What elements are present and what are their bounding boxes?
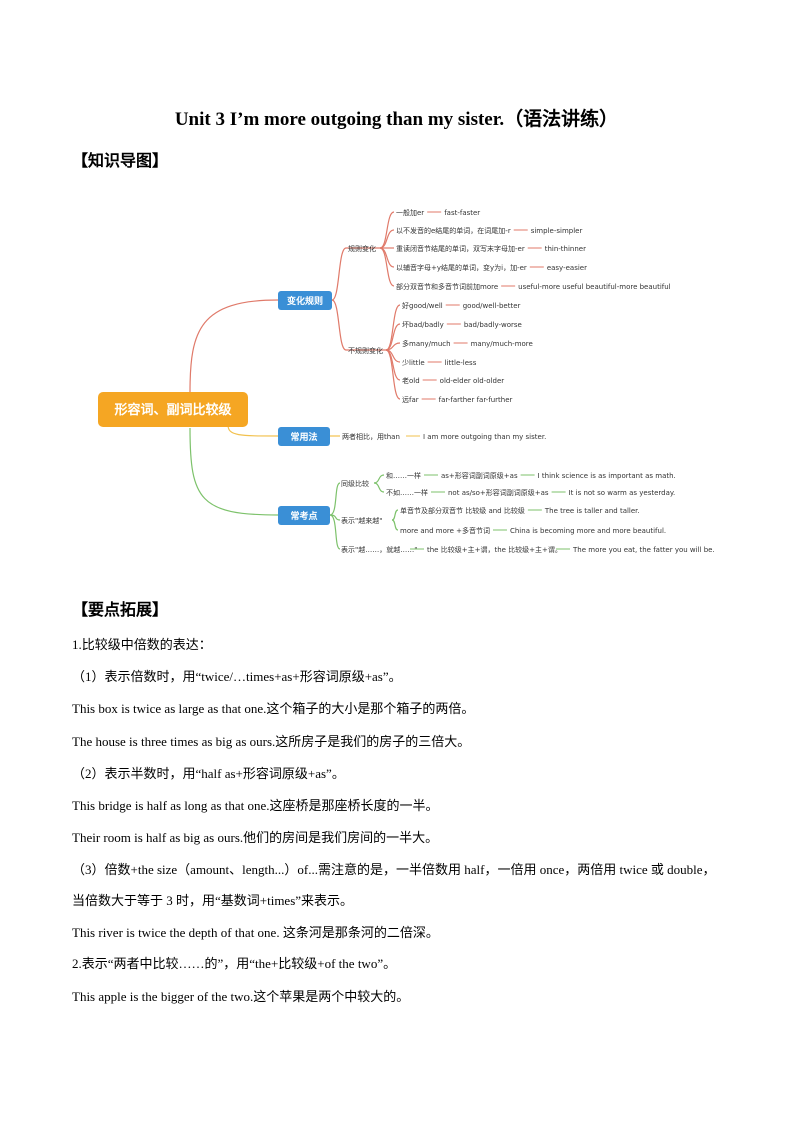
regular-item-4-example: useful-more useful beautiful-more beauti… [518,283,671,291]
paragraph-10: This river is twice the depth of that on… [72,925,439,940]
paragraph-12: This apple is the bigger of the two.这个苹果… [72,989,410,1004]
mindmap-node-usage [278,427,330,446]
mindmap-increasing-label: 表示"越来越" [341,516,382,525]
equal-item-0-term: 和……一样 [386,471,421,480]
irregular-item-4-example: old-elder old-older [440,377,505,385]
equal-item-0-rule: as+形容词副词原级+as [441,471,518,480]
connector-root-b3 [189,427,279,516]
irregular-item-2-example: many/much-more [471,340,533,348]
equal-item-0-example: I think science is as important as math. [538,472,676,480]
mindmap-the-more-rule: the 比较级+主+谓，the 比较级+主+谓。 [427,545,562,554]
irregular-item-2-term: 多many/much [402,339,451,348]
page-title: Unit 3 I’m more outgoing than my sister.… [174,109,619,130]
mindmap-root-box [98,392,248,427]
mindmap-usage-example: I am more outgoing than my sister. [423,433,546,441]
regular-item-3-example: easy-easier [547,264,587,272]
irregular-item-5-example: far-farther far-further [439,396,513,404]
mindmap-node-exam [278,506,330,525]
increasing-item-0-example: The tree is taller and taller. [544,507,640,515]
connector-root-b1 [189,299,279,393]
paragraph-8: （3）倍数+the size（amount、length...）of...需注意… [72,862,716,877]
paragraph-1: 1.比较级中倍数的表达： [72,637,212,652]
paragraph-5: （2）表示半数时，用“half as+形容词原级+as”。 [72,766,345,781]
irregular-item-3-term: 少little [402,359,425,367]
regular-item-4-term: 部分双音节和多音节词前加more [396,282,498,291]
connector-b1-g1 [331,247,347,301]
regular-item-3-term: 以辅音字母+y结尾的单词，变y为i，加-er [396,263,527,272]
mindmap-node-rules-label: 变化规则 [287,295,323,307]
mindmap-root-label: 形容词、副词比较级 [114,402,232,418]
mindmap: 形容词、副词比较级 变化规则 常用法 常考点 规则变化 不规则变化 一般加er f… [98,208,715,554]
connector-b1-g2 [331,299,347,351]
increasing-item-1-term: more and more +多音节词 [400,526,490,535]
section-heading-mindmap: 【知识导图】 [72,151,169,170]
regular-item-1-term: 以不发音的e结尾的单词，在词尾加-r [396,226,511,235]
irregular-item-1-term: 坏bad/badly [402,321,444,329]
mindmap-node-exam-label: 常考点 [290,510,317,522]
increasing-item-1-example: China is becoming more and more beautifu… [510,527,666,535]
connector-root-b2 [227,424,279,437]
paragraph-7: Their room is half as big as ours.他们的房间是… [72,830,439,845]
paragraph-3: This box is twice as large as that one.这… [72,701,475,716]
mindmap-equal-label: 同级比较 [341,479,369,488]
paragraph-11: 2.表示“两者中比较……的”，用“the+比较级+of the two”。 [72,956,397,971]
mindmap-regular-label: 规则变化 [348,244,376,253]
regular-item-1-example: simple-simpler [531,227,583,235]
paragraph-2: （1）表示倍数时，用“twice/…times+as+形容词原级+as”。 [72,669,402,684]
mindmap-node-rules [278,291,332,310]
irregular-item-0-example: good/well-better [463,302,521,310]
mindmap-irregular-label: 不规则变化 [348,346,383,355]
irregular-item-1-example: bad/badly-worse [464,321,522,329]
equal-item-1-rule: not as/so+形容词副词原级+as [448,488,549,497]
equal-item-1-term: 不如……一样 [386,488,428,497]
paragraph-9: 当倍数大于等于 3 时，用“基数词+times”来表示。 [72,893,354,908]
mindmap-the-more-example: The more you eat, the fatter you will be… [572,546,715,554]
paragraph-6: This bridge is half as long as that one.… [72,798,439,813]
regular-item-2-term: 重读闭音节结尾的单词，双写末字母加-er [396,244,525,253]
mindmap-node-usage-label: 常用法 [290,431,317,443]
regular-item-2-example: thin-thinner [545,245,586,253]
irregular-item-5-term: 远far [402,396,419,404]
paragraph-4: The house is three times as big as ours.… [72,734,471,749]
regular-item-0-term: 一般加er [396,208,424,217]
irregular-item-3-example: little-less [445,359,477,367]
mindmap-the-more-label: 表示"越……，就越……" [341,545,417,554]
regular-item-0-example: fast-faster [444,209,480,217]
increasing-item-0-term: 单音节及部分双音节 比较级 and 比较级 [400,506,525,515]
equal-item-1-example: It is not so warm as yesterday. [569,489,676,497]
section-heading-key-points: 【要点拓展】 [72,600,169,619]
irregular-item-4-term: 老old [402,376,420,385]
irregular-item-0-term: 好good/well [402,301,443,310]
mindmap-usage-rule: 两者相比，用than [342,432,400,441]
